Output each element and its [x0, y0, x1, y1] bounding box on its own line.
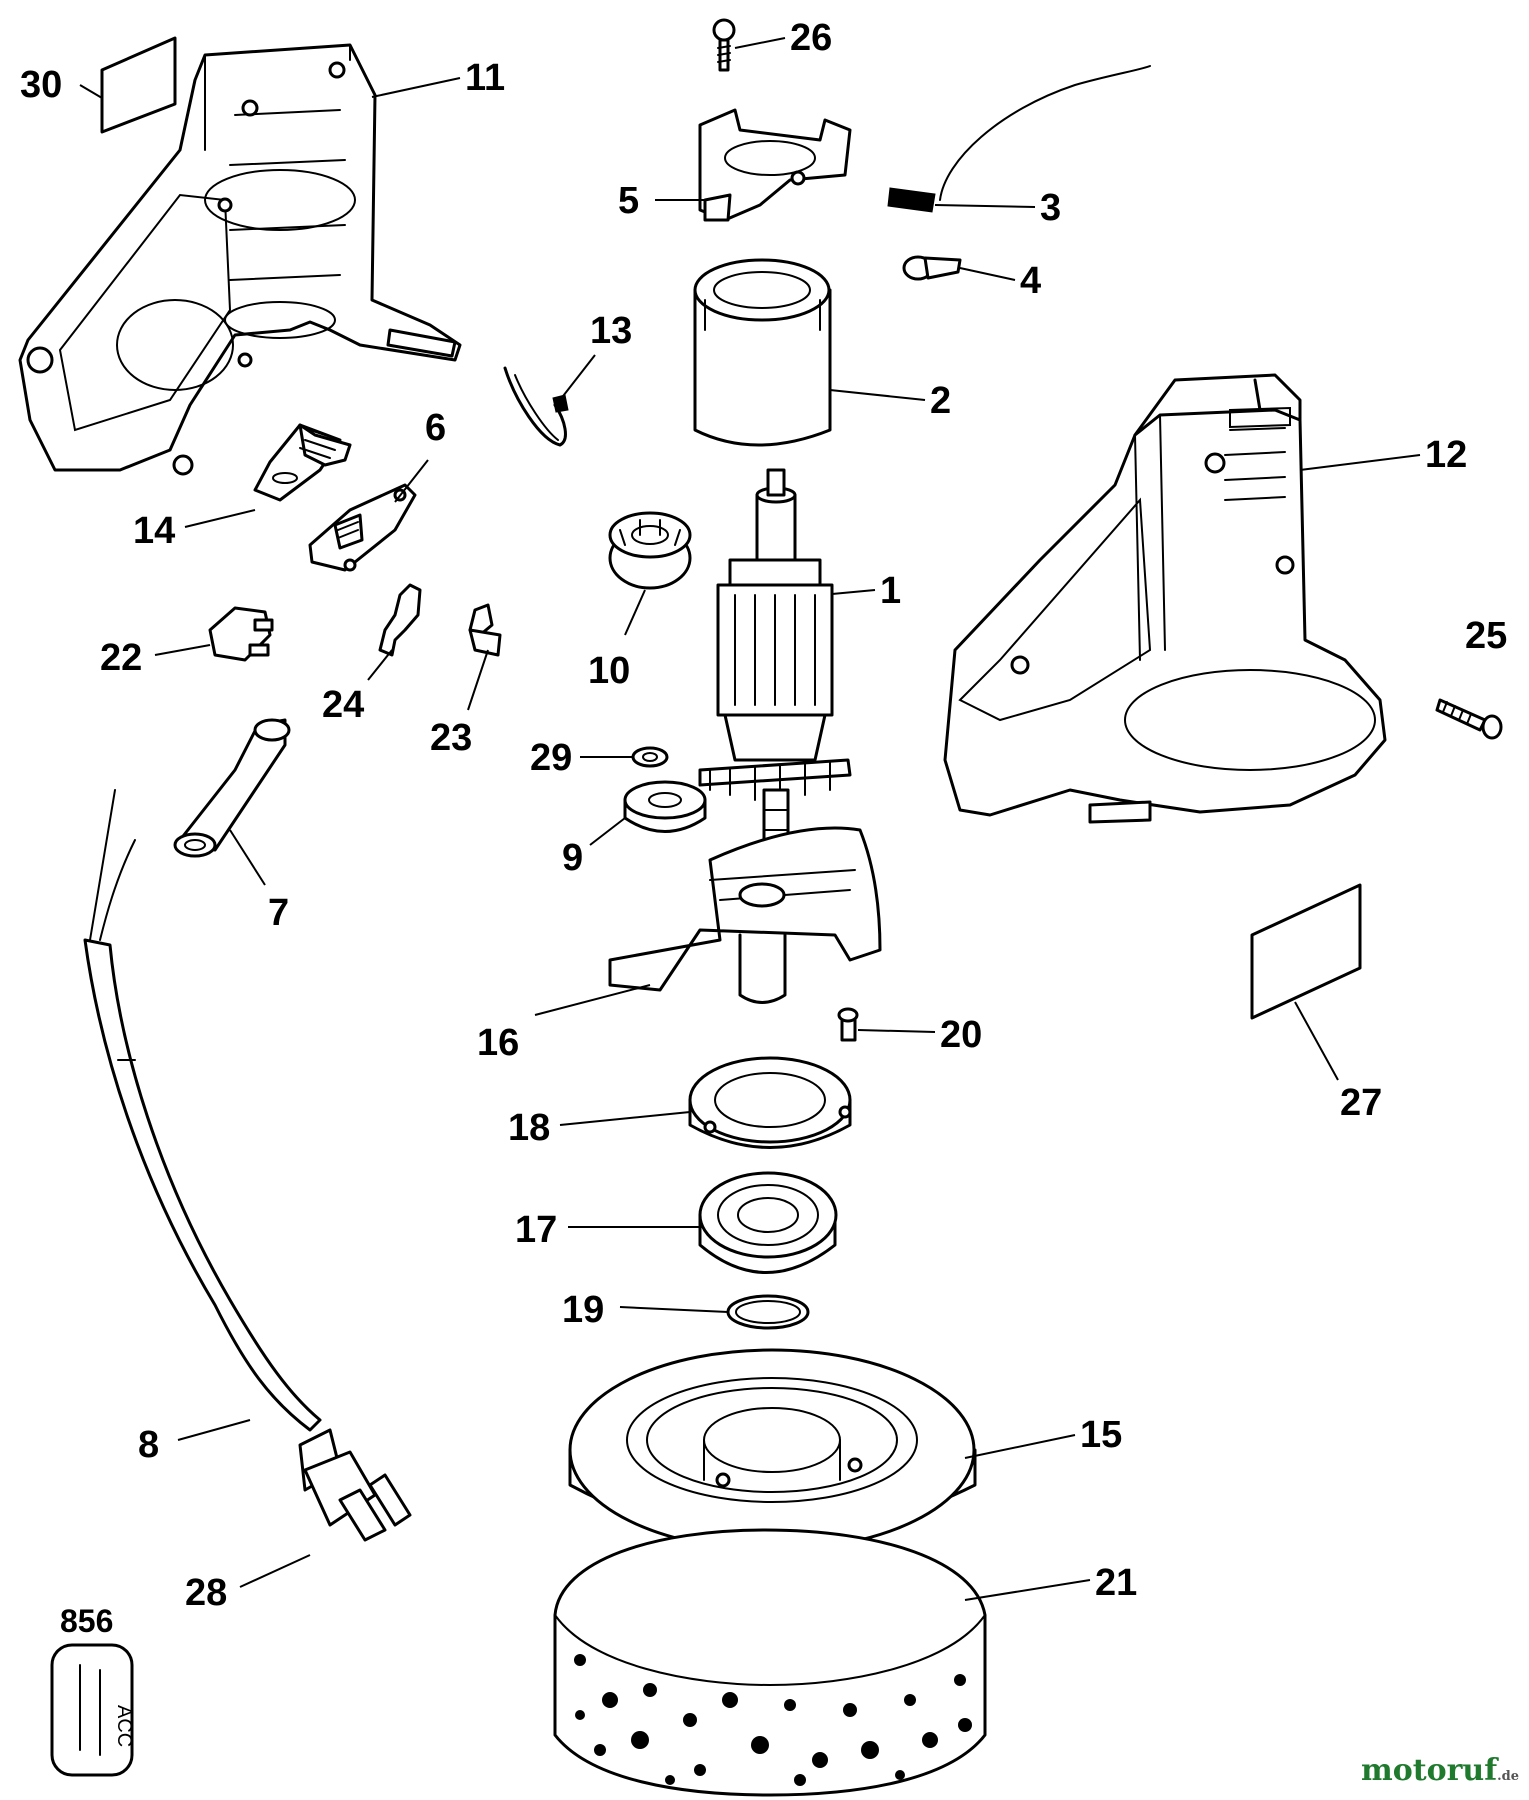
label-9: 9	[562, 837, 583, 879]
part-17-bearing	[698, 1171, 838, 1274]
part-30-label-sticker	[100, 36, 177, 134]
label-20: 20	[940, 1014, 982, 1056]
part-21-foam-pad	[553, 1528, 987, 1797]
label-23: 23	[430, 717, 472, 759]
label-5: 5	[618, 180, 639, 222]
part-1-armature	[698, 468, 852, 862]
part-14-switch-actuator	[253, 423, 352, 502]
label-21: 21	[1095, 1562, 1137, 1604]
part-856-nameplate: ACC	[50, 1643, 135, 1777]
label-3: 3	[1040, 187, 1061, 229]
label-28: 28	[185, 1572, 227, 1614]
part-13-cable-tie	[503, 366, 569, 447]
label-7: 7	[268, 892, 289, 934]
part-4-terminal-clip	[902, 255, 962, 281]
label-10: 10	[588, 650, 630, 692]
part-16-gear-housing	[608, 826, 882, 1004]
label-12: 12	[1425, 434, 1467, 476]
label-22: 22	[100, 637, 142, 679]
label-16: 16	[477, 1022, 519, 1064]
part-7-strain-relief	[173, 718, 291, 858]
label-856: 856	[60, 1603, 113, 1639]
label-2: 2	[930, 380, 951, 422]
part-19-retaining-ring	[726, 1294, 810, 1330]
watermark-brand: motoruf.de	[1361, 1753, 1519, 1788]
part-18-retaining-plate	[688, 1056, 852, 1149]
part-number-labels: 30 11 26 5 3 4 2 13 12 14 6 1 10 25 22 2…	[20, 17, 1507, 1639]
part-26-screw	[712, 18, 736, 72]
part-22-terminal-block	[208, 606, 274, 662]
part-9-bearing	[623, 780, 707, 833]
part-8-power-cord	[83, 789, 322, 1432]
brand-domain: .de	[1497, 1769, 1519, 1784]
label-25: 25	[1465, 615, 1507, 657]
label-30: 30	[20, 64, 62, 106]
part-29-washer	[631, 746, 669, 768]
leader-lines	[79, 37, 1421, 1601]
part-23-terminal	[468, 603, 502, 657]
part-10-bearing-cage	[608, 511, 692, 590]
label-13: 13	[590, 310, 632, 352]
part-11-housing-left	[18, 43, 462, 476]
label-14: 14	[133, 510, 175, 552]
part-24-connector	[378, 583, 422, 657]
label-11: 11	[465, 57, 505, 99]
label-19: 19	[562, 1289, 604, 1331]
part-20-screw	[837, 1007, 859, 1042]
part-15-backing-plate	[568, 1348, 977, 1552]
label-4: 4	[1020, 260, 1041, 302]
label-6: 6	[425, 407, 446, 449]
part-12-housing-right	[943, 373, 1387, 824]
part-2-field-stator	[693, 258, 832, 447]
part-27-label-sticker	[1250, 883, 1362, 1020]
part-3-carbon-brush	[887, 65, 1151, 213]
label-1: 1	[880, 570, 901, 612]
brand-name: motoruf	[1360, 1753, 1498, 1788]
part-28-plug	[298, 1428, 412, 1542]
label-26: 26	[790, 17, 832, 59]
foam-texture	[574, 1654, 972, 1786]
label-18: 18	[508, 1107, 550, 1149]
part-5-brush-holder	[698, 108, 852, 222]
label-8: 8	[138, 1424, 159, 1466]
part-25-screw	[1435, 698, 1503, 740]
label-17: 17	[515, 1209, 557, 1251]
label-27: 27	[1340, 1082, 1382, 1124]
nameplate-text: ACC	[113, 1705, 135, 1747]
label-15: 15	[1080, 1414, 1122, 1456]
label-29: 29	[530, 737, 572, 779]
label-24: 24	[322, 684, 364, 726]
